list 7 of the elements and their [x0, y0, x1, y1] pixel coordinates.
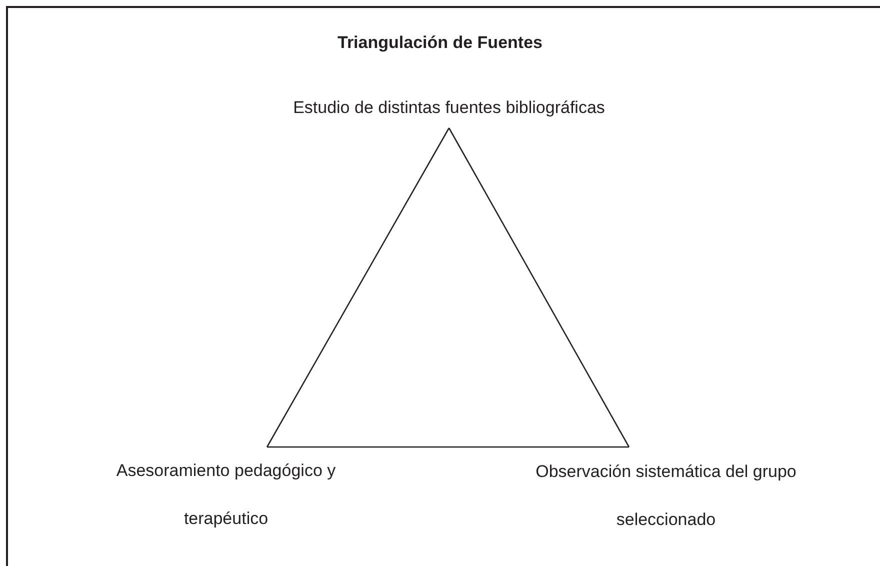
vertex-label: Asesoramiento pedagógico y terapéutico: [90, 447, 362, 543]
triangle-side: [267, 446, 629, 448]
diagram-title: Triangulación de Fuentes: [336, 33, 544, 53]
vertex-label: Observación sistemática del grupo seleccionado: [522, 448, 810, 544]
triangle-side: [448, 128, 630, 448]
vertex-label: Estudio de distintas fuentes bibliográficas: [229, 96, 669, 128]
triangle-side: [266, 128, 450, 448]
